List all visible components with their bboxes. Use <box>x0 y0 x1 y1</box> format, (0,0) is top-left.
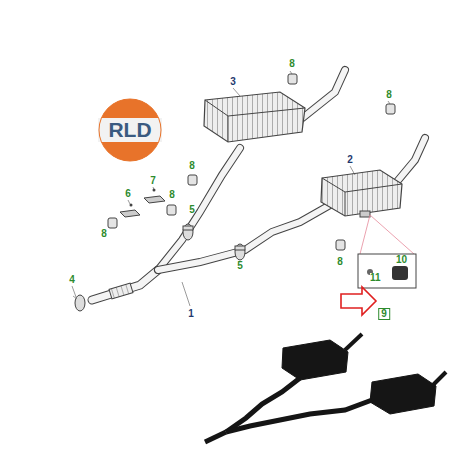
callout-number: 4 <box>69 275 75 285</box>
callout-number: 8 <box>189 161 195 171</box>
callout-number: 3 <box>230 77 236 87</box>
callout-number: 6 <box>125 189 131 199</box>
callout-number: 2 <box>347 155 353 165</box>
callout-number: 7 <box>150 176 156 186</box>
callout-number: 8 <box>337 257 343 267</box>
callout-number: 5 <box>237 261 243 271</box>
callout-number: 1 <box>188 309 194 319</box>
callout-number: 8 <box>289 59 295 69</box>
callout-number: 10 <box>396 255 407 265</box>
detail-box: 10 11 <box>358 254 416 288</box>
callout-number: 9 <box>378 308 390 320</box>
callout-number: 5 <box>189 205 195 215</box>
callout-number: 8 <box>386 90 392 100</box>
logo-circle: RLD <box>98 98 162 162</box>
callout-number: 11 <box>370 273 381 283</box>
callout-number: 8 <box>101 229 107 239</box>
logo-text: RLD <box>98 118 162 142</box>
callout-number: 8 <box>169 190 175 200</box>
